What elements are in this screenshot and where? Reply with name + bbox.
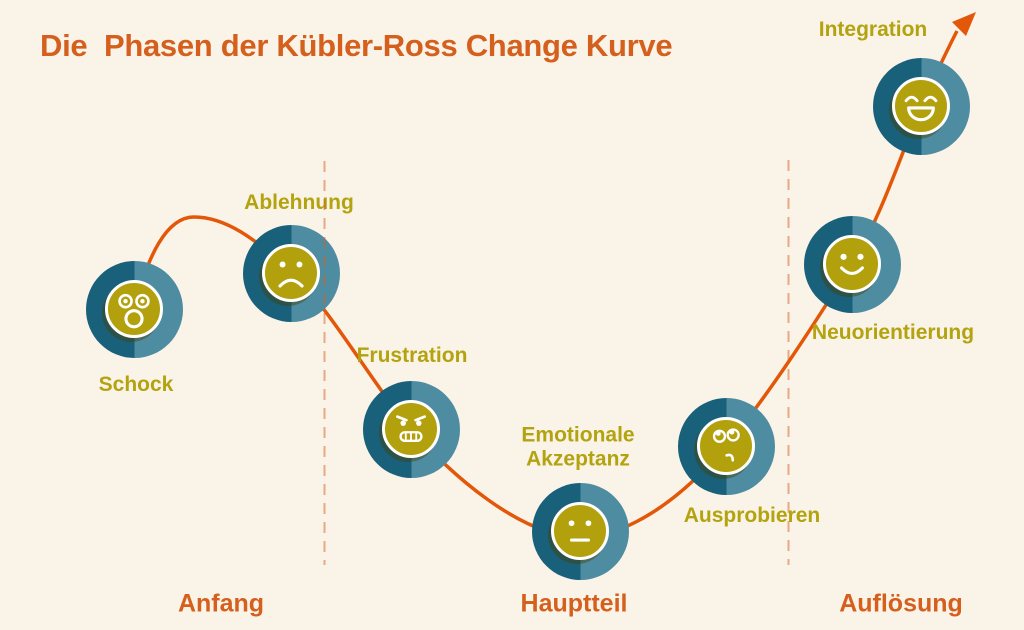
node-label-schock: Schock	[98, 373, 174, 397]
phase-label-aufloesung: Auflösung	[839, 589, 963, 618]
neutral-face	[551, 502, 609, 560]
node-ausprobieren	[677, 397, 775, 495]
phase-label-hauptteil: Hauptteil	[520, 589, 628, 618]
node-label-emotionale-akzeptanz: Emotionale Akzeptanz	[521, 423, 635, 470]
node-frustration	[362, 380, 460, 478]
node-neuorientierung	[803, 215, 901, 313]
laugh-face	[892, 77, 950, 135]
smile-face	[823, 235, 881, 293]
node-label-neuorientierung: Neuorientierung	[811, 321, 975, 345]
node-label-ausprobieren: Ausprobieren	[683, 504, 821, 528]
angry-face	[382, 400, 440, 458]
shock-face	[105, 280, 163, 338]
node-schock	[85, 260, 183, 358]
node-emotionale-akzeptanz	[531, 482, 629, 580]
node-integration	[872, 57, 970, 155]
node-label-ablehnung: Ablehnung	[244, 191, 354, 215]
node-label-integration: Integration	[818, 18, 928, 42]
node-ablehnung	[242, 224, 340, 322]
curve-arrowhead-icon	[952, 12, 976, 36]
node-label-frustration: Frustration	[356, 344, 468, 368]
sad-face	[262, 244, 320, 302]
diagram-title: Die Phasen der Kübler-Ross Change Kurve	[40, 28, 673, 63]
skeptical-face	[697, 417, 755, 475]
phase-label-anfang: Anfang	[177, 589, 265, 618]
